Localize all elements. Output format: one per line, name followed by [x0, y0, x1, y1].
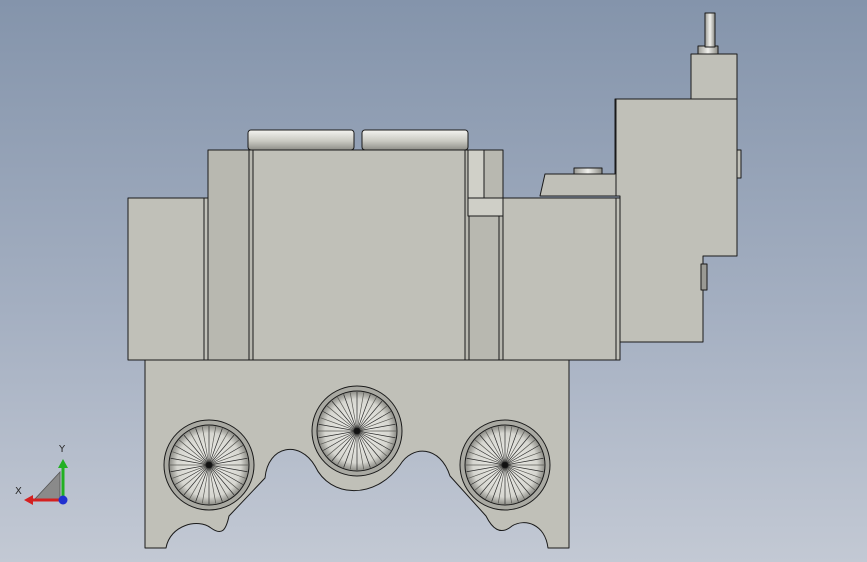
solenoid-pin[interactable]	[704, 12, 716, 48]
port-fitting-right[interactable]	[459, 419, 551, 511]
triad-z-axis	[58, 495, 68, 505]
pilot-cap-right[interactable]	[361, 129, 469, 151]
solenoid-housing[interactable]	[539, 53, 738, 343]
valve-body-left-shoulder[interactable]	[207, 149, 254, 361]
pilot-cap-left[interactable]	[247, 129, 355, 151]
shoulder-slot	[467, 149, 485, 199]
triad-y-label: Y	[59, 444, 66, 455]
valve-body-center[interactable]	[252, 149, 466, 361]
valve-body-right-end[interactable]	[502, 197, 621, 361]
port-fitting-left[interactable]	[163, 419, 255, 511]
triad-x-label: X	[15, 486, 22, 497]
solenoid-connector-stub	[700, 263, 708, 291]
port-fitting-center[interactable]	[311, 385, 403, 477]
shoulder-slot-ledge	[467, 197, 504, 217]
valve-body-left-end[interactable]	[127, 197, 209, 361]
triad-origin-icon	[24, 459, 68, 505]
manual-override-button[interactable]	[573, 167, 603, 175]
solenoid-side-tab	[736, 149, 742, 179]
